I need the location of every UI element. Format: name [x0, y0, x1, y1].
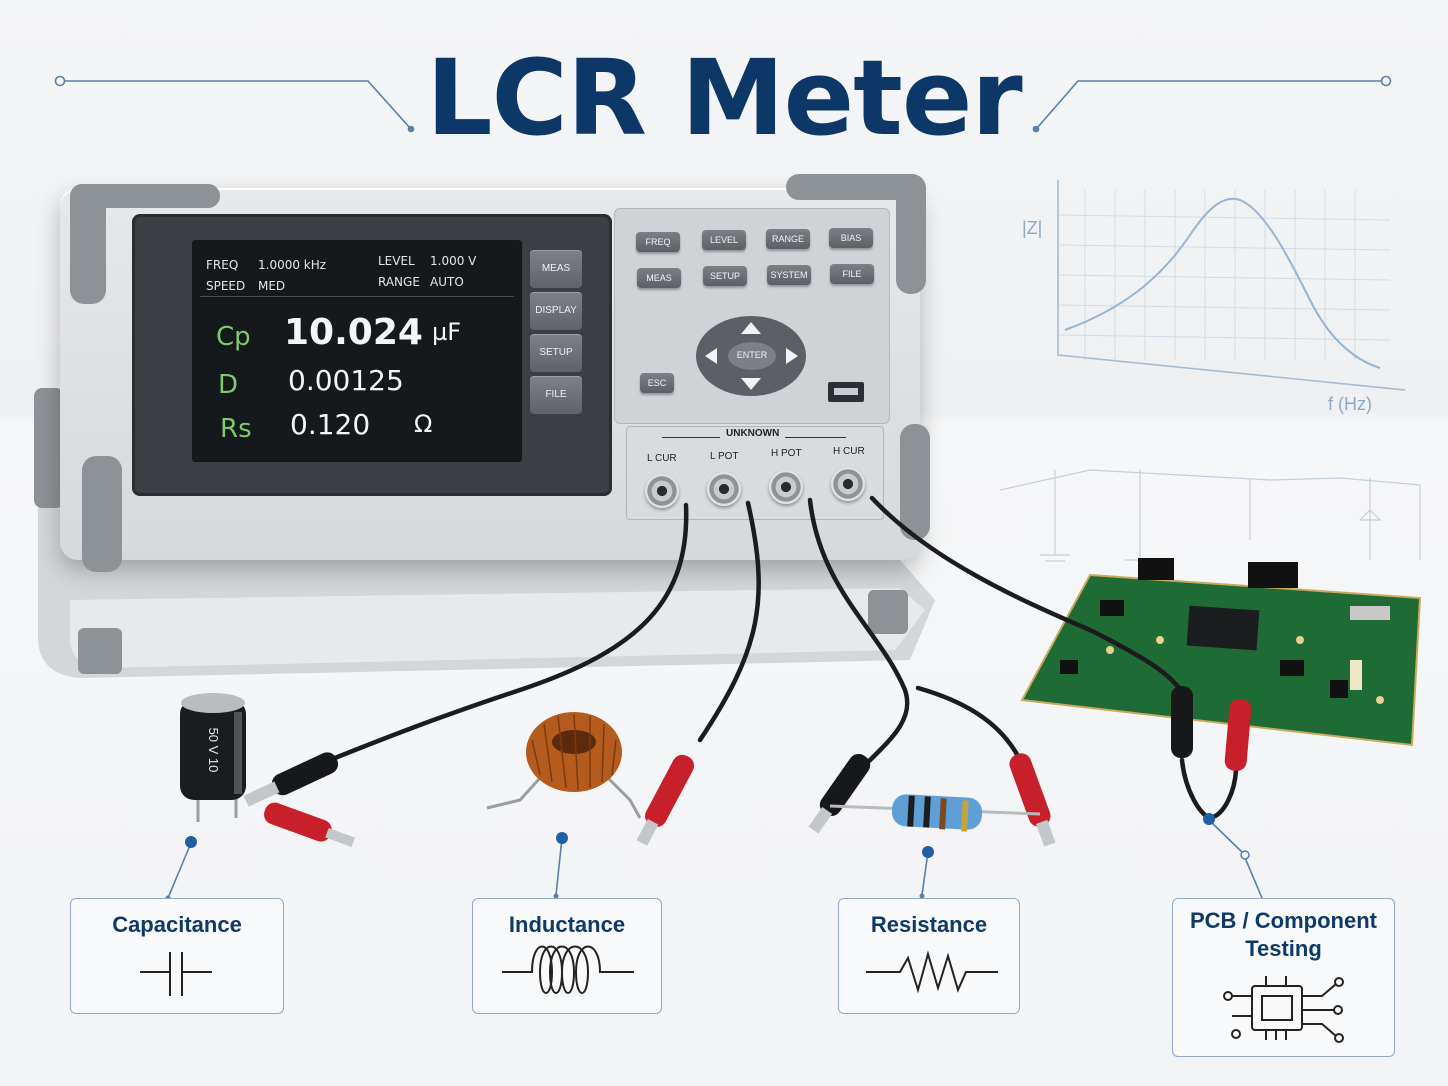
range-label: RANGE	[378, 275, 420, 289]
key-freq[interactable]: FREQ	[636, 232, 680, 252]
graph-ylabel: |Z|	[1022, 218, 1043, 238]
bnc-connector-hpot[interactable]	[769, 470, 803, 504]
callout-label-pcb-testing: PCB / Component Testing	[1190, 908, 1377, 961]
reading-value-tertiary: 0.120	[290, 408, 371, 441]
leader-dot-inductance	[556, 832, 568, 844]
key-bias[interactable]: BIAS	[829, 228, 873, 248]
speed-value: MED	[258, 279, 286, 293]
callout-capacitance: Capacitance	[70, 898, 284, 1014]
key-level[interactable]: LEVEL	[702, 230, 746, 250]
reading-unit-tertiary: Ω	[414, 410, 433, 438]
callout-label-inductance: Inductance	[508, 912, 626, 937]
leader-dot-capacitance	[185, 836, 197, 848]
key-file[interactable]: FILE	[830, 264, 874, 284]
softkey-meas[interactable]: MEAS	[530, 250, 582, 288]
toroid-inductor	[486, 712, 642, 819]
bnc-connector-lcur[interactable]	[645, 474, 679, 508]
key-system[interactable]: SYSTEM	[767, 265, 811, 285]
reading-param-primary: Cp	[216, 322, 251, 352]
leader-dot-resistance	[922, 846, 934, 858]
freq-label: FREQ	[206, 258, 239, 272]
title-left-line	[54, 75, 415, 133]
terminal-label-lcur: L CUR	[647, 453, 677, 464]
cable-hcur	[869, 495, 1188, 703]
clip-red-capacitor	[264, 802, 356, 847]
level-value: 1.000 V	[430, 254, 477, 268]
freq-value: 1.0000 kHz	[258, 258, 327, 272]
range-value: AUTO	[430, 275, 464, 289]
resistor-component	[829, 794, 1041, 832]
key-esc[interactable]: ESC	[640, 373, 674, 393]
clip-black-capacitor	[243, 752, 339, 807]
callout-label-capacitance: Capacitance	[112, 912, 242, 937]
callout-resistance: Resistance	[838, 898, 1020, 1014]
bumper-bottom-right	[900, 424, 930, 540]
level-label: LEVEL	[378, 254, 415, 268]
key-meas[interactable]: MEAS	[637, 268, 681, 288]
title-right-line	[1032, 75, 1392, 133]
terminal-label-hpot: H POT	[771, 448, 802, 459]
impedance-graph	[1057, 180, 1406, 391]
pcb-board	[1020, 558, 1422, 747]
lcd-screen: FREQ 1.0000 kHz SPEED MED LEVEL 1.000 V …	[192, 240, 522, 462]
bnc-connector-lpot[interactable]	[707, 472, 741, 506]
callout-inductance: Inductance	[472, 898, 662, 1014]
electrolytic-capacitor	[180, 693, 246, 822]
cable-hpot	[807, 497, 910, 773]
graph-xlabel: f (Hz)	[1328, 394, 1372, 414]
bnc-connector-hcur[interactable]	[831, 467, 865, 501]
page-title: LCR Meter	[426, 37, 1022, 159]
clip-red-inductor	[636, 754, 695, 846]
cable-lpot	[697, 500, 761, 743]
cable-hcur-branch	[915, 685, 1023, 763]
softkey-setup[interactable]: SETUP	[530, 334, 582, 372]
clip-black-resistor	[808, 753, 871, 834]
reading-param-tertiary: Rs	[220, 414, 252, 444]
callout-pcb-testing: PCB / Component Testing	[1172, 898, 1395, 1057]
leader-dot-pcb	[1203, 813, 1215, 825]
bumper-top-right-side	[896, 174, 926, 294]
clip-black-pcb	[1171, 686, 1193, 758]
clip-red-pcb	[1224, 699, 1252, 771]
enter-button[interactable]: ENTER	[736, 350, 768, 360]
clip-red-resistor	[1009, 753, 1056, 847]
softkey-file[interactable]: FILE	[530, 376, 582, 414]
reading-value-primary: 10.024	[284, 312, 423, 353]
terminal-group-label: UNKNOWN	[720, 428, 786, 439]
reading-param-secondary: D	[218, 370, 239, 400]
screen-divider	[200, 296, 514, 297]
softkey-display[interactable]: DISPLAY	[530, 292, 582, 330]
callout-label-resistance: Resistance	[870, 912, 988, 937]
bumper-top-left-side	[70, 184, 106, 304]
cable-lcur	[327, 502, 689, 763]
speed-label: SPEED	[206, 279, 246, 293]
reading-unit-primary: µF	[432, 318, 462, 346]
bumper-bottom-left	[82, 456, 122, 572]
terminal-label-lpot: L POT	[710, 451, 739, 462]
key-setup[interactable]: SETUP	[703, 266, 747, 286]
key-range[interactable]: RANGE	[766, 229, 810, 249]
terminal-label-hcur: H CUR	[833, 446, 865, 457]
reading-value-secondary: 0.00125	[288, 364, 404, 397]
